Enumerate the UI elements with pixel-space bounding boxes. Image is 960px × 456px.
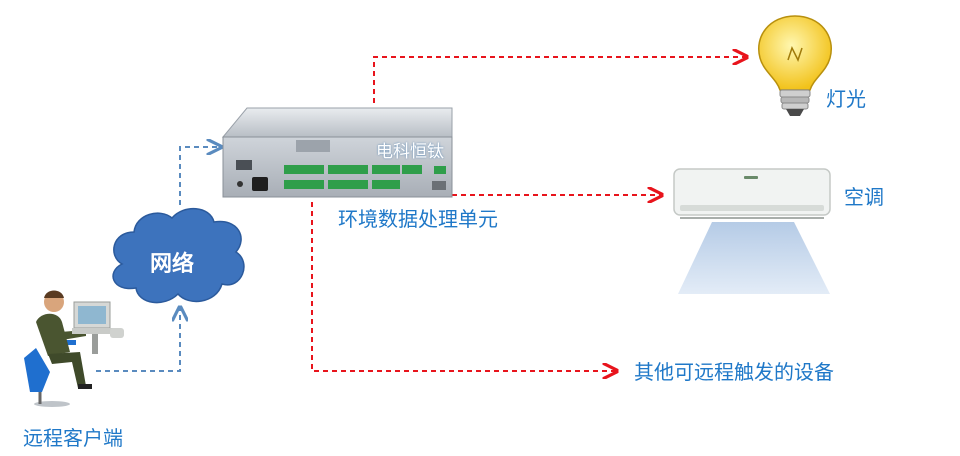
light-label: 灯光 [826, 87, 866, 111]
remote-client-icon [24, 290, 124, 407]
other-devices-label: 其他可远程触发的设备 [634, 360, 834, 384]
air-conditioner-label: 空调 [844, 185, 884, 209]
network-cloud-icon [112, 208, 245, 304]
processing-unit-device [221, 107, 453, 198]
link-network-to-unit [179, 147, 221, 205]
processing-unit-label: 环境数据处理单元 [338, 207, 498, 231]
link-client-to-network [96, 307, 180, 372]
link-unit-to-light [373, 57, 747, 103]
air-conditioner-icon [673, 168, 831, 294]
remote-client-label: 远程客户端 [23, 426, 123, 450]
brand-label: 电科恒钛 [376, 142, 444, 162]
light-bulb-icon [758, 15, 832, 116]
link-unit-to-other [311, 202, 617, 371]
network-label: 网络 [150, 252, 195, 277]
